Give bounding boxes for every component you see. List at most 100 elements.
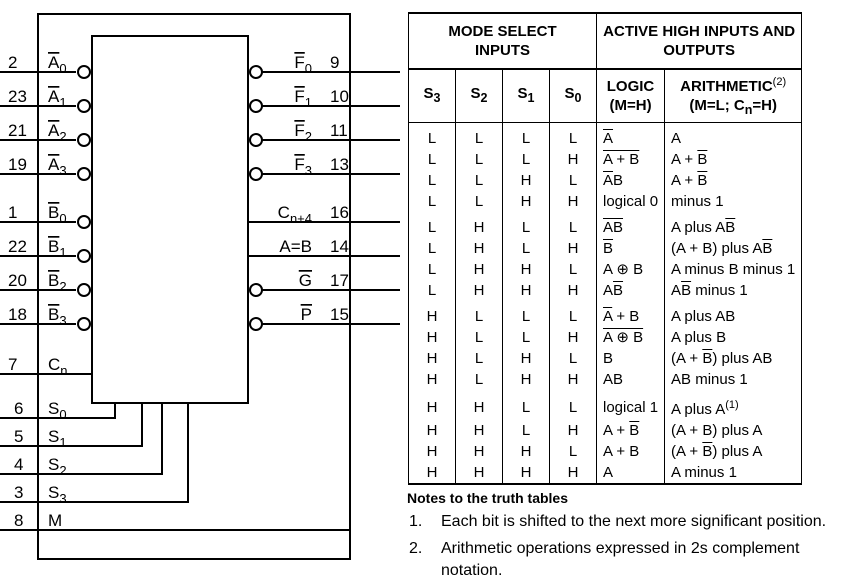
logic-function: logical 0 bbox=[595, 191, 666, 212]
header-line: LOGIC bbox=[606, 78, 655, 95]
expr-part: A bbox=[603, 308, 613, 325]
select-value: H bbox=[549, 280, 597, 301]
select-value: L bbox=[549, 212, 597, 238]
expr-part: A + bbox=[671, 151, 698, 168]
pin-label-name: A bbox=[48, 53, 60, 72]
expr-part: A bbox=[603, 464, 614, 481]
pin-label: F3 bbox=[294, 155, 312, 178]
expr-part: A plus A bbox=[671, 401, 726, 418]
pin-label: M bbox=[48, 511, 62, 530]
logic-function: AB bbox=[595, 369, 666, 390]
select-value: H bbox=[502, 170, 550, 191]
expr-part: AB minus 1 bbox=[671, 371, 748, 388]
pin-label-subscript: 0 bbox=[305, 61, 312, 76]
select-value: L bbox=[408, 122, 456, 149]
select-value: L bbox=[549, 441, 597, 462]
select-value: H bbox=[502, 462, 550, 485]
arithmetic-function: A minus 1 bbox=[664, 462, 803, 485]
select-value: H bbox=[455, 390, 503, 420]
pin-label: Cn bbox=[48, 355, 68, 378]
expr-part: B bbox=[702, 443, 713, 460]
select-value: L bbox=[455, 327, 503, 348]
pin-label-name: A bbox=[48, 87, 60, 106]
logic-function: logical 1 bbox=[595, 390, 666, 420]
pin-number: 9 bbox=[330, 53, 339, 72]
select-value: H bbox=[502, 369, 550, 390]
expr-part: A bbox=[603, 282, 614, 299]
pin-9: 9 F0 bbox=[249, 53, 400, 79]
select-value: H bbox=[408, 301, 456, 327]
expr-part: A bbox=[603, 172, 614, 189]
pin-number: 23 bbox=[8, 87, 27, 106]
select-index: 0 bbox=[574, 91, 582, 105]
pin-label-subscript: 1 bbox=[59, 245, 66, 260]
expr-part: B bbox=[613, 172, 624, 189]
arithmetic-function: A + B bbox=[664, 149, 803, 170]
select-index: 3 bbox=[433, 91, 441, 105]
logic-function: AB bbox=[595, 280, 666, 301]
pin-line bbox=[0, 403, 163, 475]
pin-label-name: B bbox=[48, 305, 59, 324]
expr-part: ) plus A bbox=[712, 443, 763, 460]
pin-label-name: M bbox=[48, 511, 62, 530]
select-value: L bbox=[502, 327, 550, 348]
pin-label: A1 bbox=[48, 87, 67, 110]
arithmetic-function: AB minus 1 bbox=[664, 369, 803, 390]
select-index: 1 bbox=[527, 91, 535, 105]
select-value: H bbox=[549, 420, 597, 441]
select-value: L bbox=[408, 280, 456, 301]
note-2: 2. Arithmetic operations expressed in 2s… bbox=[407, 538, 857, 582]
header-line: INPUTS bbox=[474, 42, 530, 59]
select-value: L bbox=[408, 149, 456, 170]
select-value: H bbox=[455, 212, 503, 238]
pin-label-name: S bbox=[48, 455, 59, 474]
header-line: (M=H) bbox=[609, 97, 652, 114]
select-value: H bbox=[549, 191, 597, 212]
select-column-header: S0 bbox=[549, 68, 597, 123]
expr-part: B bbox=[762, 240, 773, 257]
pin-label-name: B bbox=[48, 203, 59, 222]
select-value: H bbox=[408, 420, 456, 441]
pin-number: 14 bbox=[330, 237, 349, 256]
pin-number: 2 bbox=[8, 53, 17, 72]
select-value: H bbox=[408, 369, 456, 390]
expr-part: B bbox=[681, 282, 692, 299]
pin-label: F0 bbox=[294, 53, 312, 76]
select-value: H bbox=[408, 441, 456, 462]
select-column-header: S2 bbox=[455, 68, 503, 123]
pin-label-name: B bbox=[48, 237, 59, 256]
expr-part: A plus AB bbox=[671, 308, 736, 325]
inversion-bubble bbox=[77, 317, 91, 331]
inversion-bubble bbox=[249, 283, 263, 297]
pin-label: S2 bbox=[48, 455, 67, 478]
alu-chip-body bbox=[91, 35, 249, 404]
pin-number: 17 bbox=[330, 271, 349, 290]
logic-function: A + B bbox=[595, 441, 666, 462]
pin-number: 1 bbox=[8, 203, 17, 222]
pin-label: F1 bbox=[294, 87, 312, 110]
pin-label-subscript: 2 bbox=[305, 129, 312, 144]
pin-label: A=B bbox=[279, 237, 312, 256]
pin-number: 15 bbox=[330, 305, 349, 324]
select-name: S bbox=[517, 85, 528, 102]
expr-part: B bbox=[603, 350, 614, 367]
inversion-bubble bbox=[249, 99, 263, 113]
logic-header: LOGIC (M=H) bbox=[595, 68, 666, 123]
pin-label: P bbox=[301, 305, 312, 324]
pin-label-name: A=B bbox=[279, 237, 312, 256]
note-1: 1. Each bit is shifted to the next more … bbox=[407, 511, 857, 533]
expr-part: AB bbox=[603, 219, 624, 236]
logic-function: AB bbox=[595, 170, 666, 191]
